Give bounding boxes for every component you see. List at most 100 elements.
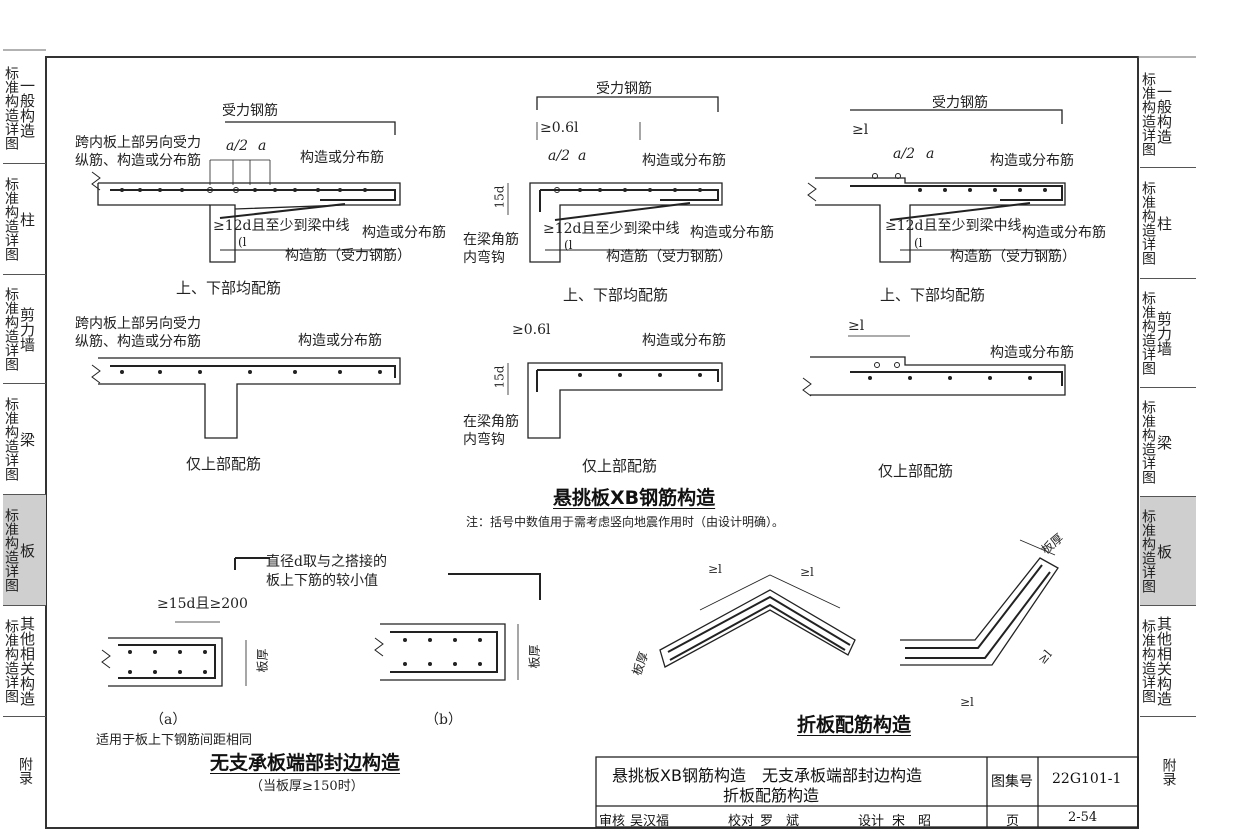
label-la-fold4: ≥l [960, 695, 974, 709]
left-tab-column[interactable]: 标准构造详图柱 [3, 164, 46, 275]
label-a-3: a [926, 146, 935, 162]
right-tab-appendix[interactable]: 附录 [1160, 758, 1177, 786]
tb-shenhe-name: 吴汉福 [630, 814, 670, 829]
label-neiwan-2: 内弯钩 [463, 250, 505, 266]
right-tab-slab[interactable]: 标准构造详图板 [1140, 497, 1196, 606]
right-tab-general[interactable]: 标准构造详图一般构造 [1140, 60, 1196, 168]
panel-top-right-both [807, 109, 1066, 263]
panel-top-left-both [91, 121, 401, 263]
right-tab-shear-wall[interactable]: 标准构造详图剪力墙 [1140, 279, 1196, 388]
label-gouzao-shouli-1: 构造筋（受力钢筋） [285, 248, 411, 264]
title-block-frame [595, 756, 1139, 828]
label-banhou-b: 板厚 [527, 644, 542, 669]
left-tab-shear-wall[interactable]: 标准构造详图剪力墙 [3, 275, 46, 384]
label-liangjiao-2: 在梁角筋 [463, 232, 519, 248]
label-gouzao-shouli-3: 构造筋（受力钢筋） [950, 249, 1076, 265]
label-gouzao-3: 构造或分布筋 [642, 153, 726, 169]
panel-top-mid-top-only [507, 362, 723, 439]
label-fig-a: （a） [150, 712, 187, 728]
left-tab-beam[interactable]: 标准构造详图梁 [3, 384, 46, 495]
panel-top-mid-both [507, 96, 723, 263]
label-diam2: 板上下筋的较小值 [266, 573, 378, 589]
label-la-3: ≥l [852, 122, 869, 138]
label-lab-2: ≥0.6l [540, 120, 579, 136]
label-gouzao-6: 构造或分布筋 [990, 345, 1074, 361]
label-gouzao-shouli-2: 构造筋（受力钢筋） [606, 249, 732, 265]
label-kuanei2-2: 纵筋、构造或分布筋 [75, 334, 201, 350]
caption-jin-3: 仅上部配筋 [878, 462, 954, 480]
panel-top-left-top-only [91, 357, 401, 439]
panel-top-right-top-only [802, 335, 1066, 397]
label-gouzao-5: 构造或分布筋 [990, 153, 1074, 169]
folded-slab-v [659, 574, 856, 668]
rebar-circles [207, 173, 901, 368]
label-a2-1: a/2 [226, 138, 248, 154]
label-shouli-2: 受力钢筋 [596, 81, 652, 97]
label-gouzao-2: 构造或分布筋 [298, 333, 382, 349]
label-la-fold1: ≥l [708, 562, 722, 576]
tb-jiaodui: 校对 [728, 814, 755, 829]
rebar-dots [120, 188, 1047, 380]
label-kuanei-1: 跨内板上部另向受力 [75, 135, 201, 151]
title-zheban: 折板配筋构造 [797, 714, 912, 736]
tb-shenhe: 审核 [599, 814, 626, 829]
label-banhou-a: 板厚 [255, 648, 270, 673]
label-12d-2: ≥12d且至少到梁中线 [543, 221, 680, 237]
label-neiwan-3: 内弯钩 [463, 432, 505, 448]
label-lae-3: (l [914, 236, 923, 250]
tb-sheji: 设计 [858, 814, 885, 829]
tb-line2: 折板配筋构造 [723, 786, 820, 805]
label-a2-3: a/2 [893, 146, 915, 162]
label-gouzao-4: 构造或分布筋 [642, 333, 726, 349]
label-la-4: ≥l [848, 318, 865, 334]
left-tab-appendix[interactable]: 附录 [17, 757, 33, 785]
title-xb: 悬挑板XB钢筋构造 [553, 487, 716, 509]
subtitle-wuzhi: （当板厚≥150时） [250, 779, 364, 794]
label-12d-1: ≥12d且至少到梁中线 [213, 218, 350, 234]
edge-closure-b [374, 573, 541, 681]
tb-tujihao: 22G101-1 [1052, 771, 1122, 787]
caption-sx-1: 上、下部均配筋 [176, 279, 282, 297]
note-text: 注：括号中数值用于需考虑竖向地震作用时（由设计明确）。 [466, 515, 785, 529]
edge-closure-a [101, 557, 270, 687]
left-tab-general[interactable]: 标准构造详图一般构造 [3, 53, 46, 164]
label-kuanei2-1: 纵筋、构造或分布筋 [75, 153, 201, 169]
label-15d-2: 15d [492, 185, 507, 209]
tb-sheji-name: 宋 昭 [892, 814, 932, 829]
tb-ye: 2-54 [1068, 810, 1098, 825]
label-ge15: ≥15d且≥200 [157, 596, 248, 612]
folded-slab-bend [900, 539, 1059, 666]
label-liangjiao-3: 在梁角筋 [463, 414, 519, 430]
label-a2-2: a/2 [548, 148, 570, 164]
label-a-2: a [578, 148, 587, 164]
caption-jin-2: 仅上部配筋 [582, 457, 658, 475]
label-la-fold2: ≥l [800, 565, 814, 579]
left-tab-slab[interactable]: 标准构造详图板 [3, 495, 46, 606]
caption-sx-3: 上、下部均配筋 [880, 286, 986, 304]
tb-jiaodui-name: 罗 斌 [760, 814, 800, 829]
label-shouli-3: 受力钢筋 [932, 95, 988, 111]
caption-sx-2: 上、下部均配筋 [563, 286, 669, 304]
tb-tujihao-label: 图集号 [991, 774, 1033, 790]
tb-ye-label: 页 [1006, 814, 1020, 829]
title-wuzhi: 无支承板端部封边构造 [210, 752, 401, 774]
label-a-1: a [258, 138, 267, 154]
label-kuanei-2: 跨内板上部另向受力 [75, 316, 201, 332]
label-gouzao-5b: 构造或分布筋 [1022, 225, 1106, 241]
label-lab-3: ≥0.6l [512, 322, 551, 338]
label-gouzao-1b: 构造或分布筋 [362, 225, 446, 241]
left-tab-other[interactable]: 标准构造详图其他相关构造 [3, 606, 46, 717]
label-lae-1: (l [238, 235, 247, 249]
label-gouzao-3b: 构造或分布筋 [690, 225, 774, 241]
right-tab-other[interactable]: 标准构造详图其他相关构造 [1140, 606, 1196, 717]
label-shouli-1: 受力钢筋 [222, 103, 278, 119]
right-tab-beam[interactable]: 标准构造详图梁 [1140, 388, 1196, 497]
label-diam: 直径d取与之搭接的 [266, 554, 387, 570]
label-12d-3: ≥12d且至少到梁中线 [885, 218, 1022, 234]
label-shiyong: 适用于板上下钢筋间距相同 [96, 733, 253, 748]
right-tab-column[interactable]: 标准构造详图柱 [1140, 168, 1196, 279]
label-15d-3: 15d [492, 365, 507, 389]
